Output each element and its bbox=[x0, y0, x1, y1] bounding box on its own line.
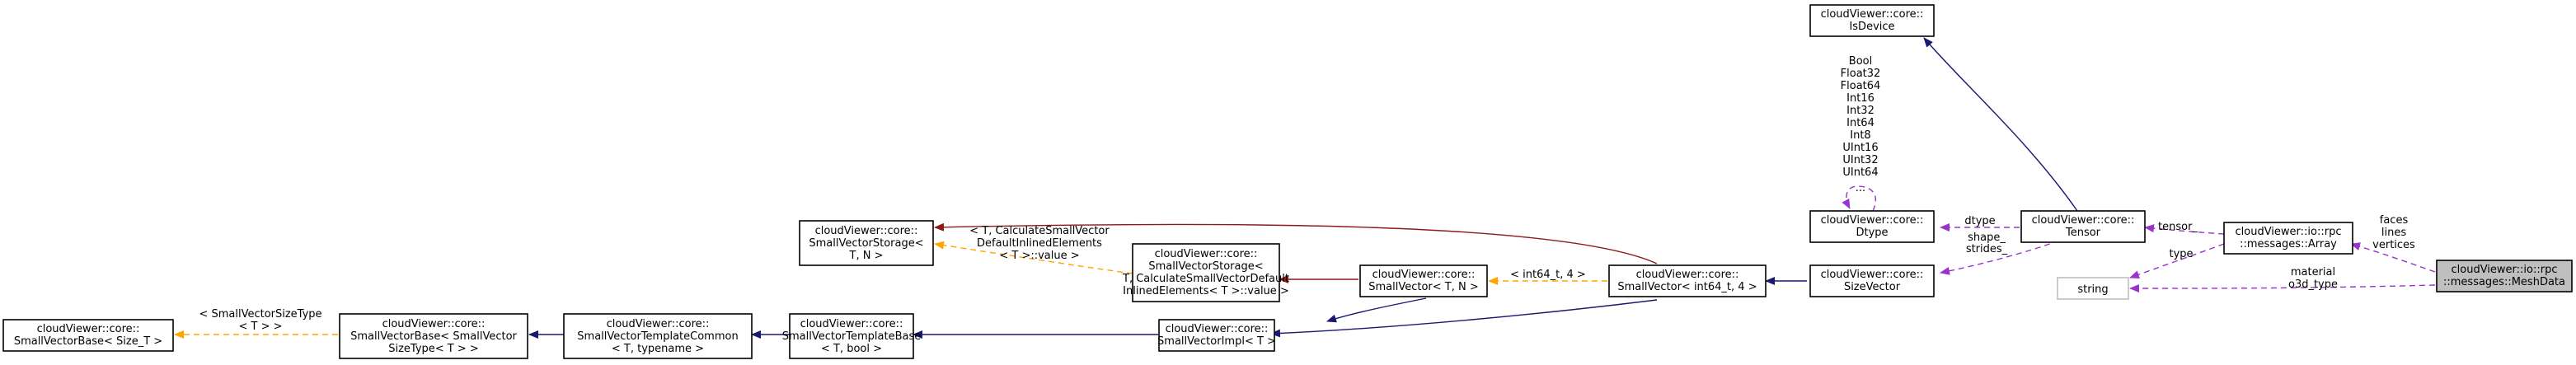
edge-smallvector-impl bbox=[1326, 297, 1427, 323]
node-label: cloudViewer::core:: bbox=[1372, 269, 1476, 281]
node-string[interactable]: string bbox=[2057, 277, 2129, 300]
edge-label-material: material bbox=[2291, 266, 2335, 278]
node-label: cloudViewer::io::rpc bbox=[2236, 226, 2342, 238]
edge-label-base-tmpl: < T > > bbox=[238, 321, 282, 333]
edge-label-line: UInt32 bbox=[1842, 154, 1878, 166]
node-label: T, N > bbox=[849, 250, 884, 262]
edge-label-line: Int16 bbox=[1846, 92, 1875, 105]
node-dtype[interactable]: cloudViewer::core:: Dtype bbox=[1809, 210, 1935, 243]
node-meshdata[interactable]: cloudViewer::io::rpc ::messages::MeshDat… bbox=[2436, 260, 2573, 292]
edge-label-line: UInt64 bbox=[1842, 166, 1878, 179]
node-label: SmallVectorTemplateBase bbox=[782, 330, 922, 343]
node-label: < T, bool > bbox=[821, 343, 882, 355]
edge-label-type: type bbox=[2169, 248, 2193, 260]
edge-label-storage-tmpl: < T >::value > bbox=[999, 250, 1079, 262]
edge-tensor-array bbox=[2144, 224, 2225, 235]
node-label: ::messages::MeshData bbox=[2443, 276, 2565, 288]
node-sizevector[interactable]: cloudViewer::core:: SizeVector bbox=[1809, 264, 1935, 297]
node-base-sizevector[interactable]: cloudViewer::core:: SmallVectorBase< Sma… bbox=[339, 313, 528, 359]
node-label: cloudViewer::core:: bbox=[1636, 269, 1739, 281]
edge-label-storage-tmpl: DefaultInlinedElements bbox=[977, 237, 1102, 250]
edge-label-dtype: dtype bbox=[1964, 215, 1995, 227]
node-label: SmallVectorStorage< bbox=[809, 237, 923, 250]
node-smallvector[interactable]: cloudViewer::core:: SmallVector< T, N > bbox=[1359, 264, 1488, 297]
node-label: T, CalculateSmallVectorDefault bbox=[1122, 273, 1289, 285]
node-isdevice[interactable]: cloudViewer::core:: IsDevice bbox=[1809, 4, 1935, 37]
node-label: SmallVector< T, N > bbox=[1368, 281, 1479, 293]
edge-label-line: Int32 bbox=[1846, 105, 1875, 117]
edge-array-meshdata bbox=[2350, 242, 2436, 273]
edge-label-tensor: tensor_ bbox=[2158, 221, 2198, 233]
edge-label-base-tmpl: < SmallVectorSizeType bbox=[199, 308, 321, 321]
edge-tensor-isdevice bbox=[1923, 37, 2078, 212]
edge-sizevector-tensor bbox=[1940, 240, 2060, 275]
node-storage[interactable]: cloudViewer::core:: SmallVectorStorage< … bbox=[799, 220, 934, 266]
node-label: cloudViewer::io::rpc bbox=[2452, 264, 2558, 276]
edge-label-o3d-type: o3d_type bbox=[2288, 278, 2338, 291]
node-label: cloudViewer::core:: bbox=[2032, 214, 2135, 227]
edge-label-strides: strides_ bbox=[1966, 243, 2008, 255]
node-label: SizeVector bbox=[1844, 281, 1901, 293]
node-storage-default[interactable]: cloudViewer::core:: SmallVectorStorage< … bbox=[1122, 243, 1289, 302]
node-label: cloudViewer::core:: bbox=[1166, 323, 1269, 335]
node-label: cloudViewer::core:: bbox=[607, 318, 710, 330]
edge-storagedefault-storage bbox=[934, 241, 1133, 274]
node-label: SmallVector< int64_t, 4 > bbox=[1617, 281, 1757, 293]
edge-label-line: Float32 bbox=[1841, 68, 1881, 80]
node-templatebase[interactable]: cloudViewer::core:: SmallVectorTemplateB… bbox=[782, 313, 922, 359]
edge-label-line: Bool bbox=[1849, 55, 1872, 68]
edge-dtype-self bbox=[1842, 185, 1877, 212]
node-label: SizeType< T > > bbox=[388, 343, 479, 355]
node-label: SmallVectorBase< Size_T > bbox=[14, 335, 162, 348]
node-label: InlinedElements< T >::value > bbox=[1123, 285, 1289, 297]
node-tensor[interactable]: cloudViewer::core:: Tensor bbox=[2020, 210, 2146, 243]
node-label: SmallVectorImpl< T > bbox=[1157, 335, 1276, 348]
node-label: IsDevice bbox=[1849, 21, 1894, 33]
node-label: cloudViewer::core:: bbox=[800, 318, 903, 330]
edge-string-array bbox=[2129, 243, 2225, 278]
edge-label-lines: lines bbox=[2381, 227, 2406, 239]
edge-label-dtype-values: Bool Float32 Float64 Int16 Int32 Int64 I… bbox=[1841, 55, 1881, 179]
node-label: cloudViewer::core:: bbox=[382, 318, 486, 330]
node-smallvector-int64[interactable]: cloudViewer::core:: SmallVector< int64_t… bbox=[1608, 264, 1767, 297]
edge-string-meshdata bbox=[2129, 283, 2436, 292]
edge-label-line: Int64 bbox=[1846, 117, 1875, 129]
node-label: cloudViewer::core:: bbox=[1821, 269, 1924, 281]
node-templatecommon[interactable]: cloudViewer::core:: SmallVectorTemplateC… bbox=[563, 313, 753, 359]
node-label: string bbox=[2077, 283, 2108, 296]
edge-label-int64-tmpl: < int64_t, 4 > bbox=[1510, 269, 1586, 281]
node-label: ::messages::Array bbox=[2240, 238, 2337, 250]
node-label: SmallVectorStorage< bbox=[1148, 260, 1263, 273]
node-array[interactable]: cloudViewer::io::rpc ::messages::Array bbox=[2223, 222, 2353, 255]
edge-label-line: Float64 bbox=[1841, 80, 1881, 92]
edge-int64-storage bbox=[934, 222, 1658, 264]
node-label: cloudViewer::core:: bbox=[37, 323, 140, 335]
node-label: SmallVectorTemplateCommon bbox=[577, 330, 738, 343]
edge-label-line: Int8 bbox=[1850, 129, 1870, 142]
edge-label-line: UInt16 bbox=[1842, 142, 1878, 154]
node-smallvectorimpl[interactable]: cloudViewer::core:: SmallVectorImpl< T > bbox=[1157, 319, 1276, 352]
node-label: < T, typename > bbox=[612, 343, 704, 355]
edge-label-shape: shape_ bbox=[1968, 232, 2006, 244]
edge-int64-impl bbox=[1270, 299, 1658, 338]
edge-label-dtype-self: ... bbox=[1856, 182, 1865, 194]
node-label: cloudViewer::core:: bbox=[815, 225, 918, 237]
node-label: cloudViewer::core:: bbox=[1821, 214, 1924, 227]
edge-label-vertices: vertices bbox=[2372, 239, 2415, 251]
node-base-size[interactable]: cloudViewer::core:: SmallVectorBase< Siz… bbox=[2, 319, 174, 352]
edge-label-storage-tmpl: < T, CalculateSmallVector bbox=[969, 225, 1110, 237]
node-label: cloudViewer::core:: bbox=[1155, 248, 1258, 260]
node-label: cloudViewer::core:: bbox=[1821, 8, 1924, 21]
node-label: SmallVectorBase< SmallVector bbox=[350, 330, 517, 343]
node-label: Tensor bbox=[2065, 227, 2101, 239]
edge-label-faces: faces bbox=[2380, 214, 2409, 227]
node-label: Dtype bbox=[1856, 227, 1888, 239]
